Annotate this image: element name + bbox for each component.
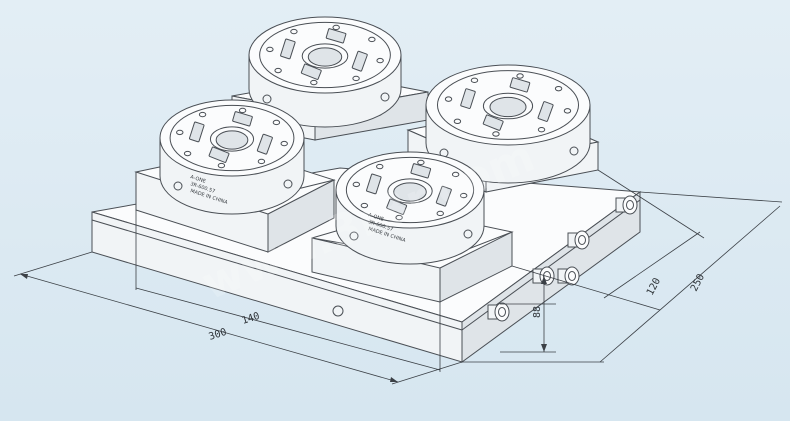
chuck-front-jaw-3 xyxy=(366,173,382,195)
chuck-front-bolt xyxy=(436,210,444,217)
chuck-right-jaw-2 xyxy=(482,114,504,131)
chuck-front-bolt xyxy=(395,214,403,221)
coolant-fitting-3 xyxy=(557,266,580,286)
chuck-right-jaw-1 xyxy=(537,101,554,122)
fittings-group xyxy=(487,195,638,322)
chuck-back-bore xyxy=(307,47,343,67)
chuck-front-bolt xyxy=(451,171,460,178)
chuck-brand-left: A-ONE xyxy=(189,174,206,185)
chuck-right-bolt xyxy=(470,77,479,84)
dim-120-label: 120 xyxy=(645,276,663,297)
chuck-front-jaw-1 xyxy=(435,185,452,207)
chuck-right-bolt xyxy=(444,96,453,102)
chuck-right-bore xyxy=(489,96,527,118)
chuck-left-bolt xyxy=(272,119,281,126)
chuck-front xyxy=(335,151,485,265)
dim-140-line xyxy=(135,287,441,371)
chuck-left-jaw-4 xyxy=(232,111,253,127)
chuck-front-jaw-4 xyxy=(410,163,432,179)
dim-140-label: 140 xyxy=(241,311,262,327)
chuck-back-bolt xyxy=(290,28,298,35)
chuck-right-bolt xyxy=(453,118,462,125)
chuck-back-bolt xyxy=(332,24,340,31)
chuck-front-bolt xyxy=(417,159,425,166)
chuck-right-jaw-3 xyxy=(460,88,476,109)
chuck-right-bolt xyxy=(563,108,572,114)
chuck-right-bolt xyxy=(554,85,563,92)
chuck-left-bolt xyxy=(257,158,266,165)
chuck-front-bolt xyxy=(376,163,384,170)
chuck-left-jaw-1 xyxy=(256,133,273,155)
chuck-right-bolt xyxy=(537,126,546,133)
chuck-right-jaw-4 xyxy=(509,77,531,93)
chuck-front-bore xyxy=(393,182,427,202)
chuck-front-jaw-2 xyxy=(386,198,408,215)
chuck-back-bolt xyxy=(266,46,274,53)
chuck-back-bolt xyxy=(310,79,318,86)
chuck-left-jaw-2 xyxy=(208,146,230,163)
chuck-front-bolt xyxy=(360,202,369,209)
chuck-back-bolt xyxy=(352,75,360,82)
base-center-hole xyxy=(332,305,344,317)
chuck-left-bolt xyxy=(176,129,184,136)
chucks-group xyxy=(159,16,591,265)
dim-250-line xyxy=(599,205,781,363)
dim-300-line xyxy=(19,273,399,383)
chuck-front-bolt xyxy=(459,192,468,199)
chuck-left-bolt xyxy=(280,140,288,147)
chuck-back-bolt xyxy=(376,57,384,64)
chuck-brand-front: A-ONE xyxy=(367,212,384,223)
dim-88-label: 88 xyxy=(532,306,543,318)
chuck-back-bolt xyxy=(274,67,282,74)
chuck-back xyxy=(248,16,402,128)
chuck-right-bolt xyxy=(516,73,524,79)
dim-300-label: 300 xyxy=(208,327,229,343)
chuck-left-jaw-3 xyxy=(189,121,205,143)
chuck-back-jaw-2 xyxy=(300,63,322,80)
coolant-fitting-1 xyxy=(615,195,638,215)
chuck-left-bolt xyxy=(238,107,247,114)
chuck-left xyxy=(159,99,305,215)
chuck-back-jaw-3 xyxy=(280,38,296,60)
dim-250-label: 250 xyxy=(689,272,707,293)
coolant-fitting-5 xyxy=(487,302,510,322)
chuck-right-bolt xyxy=(492,131,500,137)
coolant-fitting-2 xyxy=(567,230,590,250)
chuck-right xyxy=(425,64,591,184)
dimension-lines xyxy=(13,169,783,385)
chuck-left-bolt xyxy=(183,150,192,157)
chuck-left-bolt xyxy=(198,111,207,118)
chuck-front-bolt xyxy=(352,181,361,188)
chuck-left-bore xyxy=(215,130,249,150)
chuck-back-jaw-1 xyxy=(351,50,368,72)
chuck-back-bolt xyxy=(368,36,376,43)
dim-120-line xyxy=(603,231,701,299)
chuck-left-bolt xyxy=(217,162,226,169)
chuck-back-jaw-4 xyxy=(325,28,347,44)
